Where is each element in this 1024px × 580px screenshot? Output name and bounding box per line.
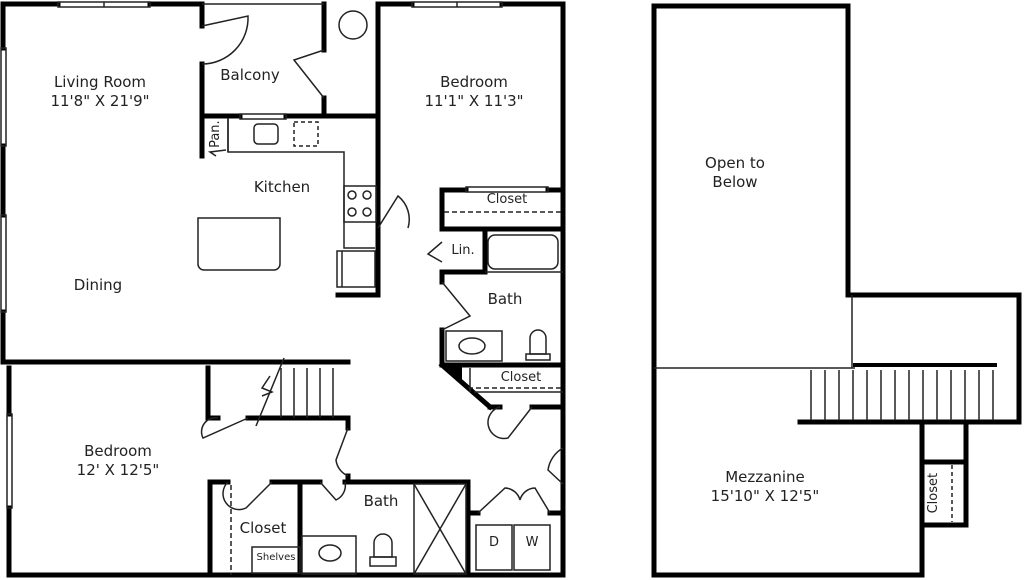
room-size: 11'1" X 11'3" bbox=[424, 91, 524, 110]
room-name: Bedroom bbox=[440, 73, 508, 91]
room-size: 12' X 12'5" bbox=[76, 460, 160, 479]
room-size: 11'8" X 21'9" bbox=[50, 91, 150, 110]
room-open-to-below: Open to Below bbox=[690, 154, 780, 192]
room-shelves: Shelves bbox=[256, 552, 296, 563]
room-name: Mezzanine bbox=[725, 468, 805, 486]
room-name: Living Room bbox=[53, 73, 147, 91]
room-name: Open to bbox=[705, 154, 765, 172]
room-dining: Dining bbox=[73, 276, 123, 294]
room-bath-2: Bath bbox=[363, 492, 399, 510]
room-closet-2: Closet bbox=[500, 370, 542, 385]
room-closet-3: Closet bbox=[239, 519, 287, 537]
dryer: D bbox=[488, 535, 499, 550]
room-mezzanine: Mezzanine 15'10" X 12'5" bbox=[700, 468, 830, 506]
room-linen: Lin. bbox=[451, 243, 475, 258]
room-name: Bedroom bbox=[84, 442, 152, 460]
room-balcony: Balcony bbox=[220, 66, 280, 84]
room-bedroom-1: Bedroom 11'1" X 11'3" bbox=[414, 73, 534, 111]
room-bath-1: Bath bbox=[487, 290, 523, 308]
washer: W bbox=[525, 535, 539, 550]
room-bedroom-2: Bedroom 12' X 12'5" bbox=[58, 442, 178, 480]
room-size: 15'10" X 12'5" bbox=[710, 486, 820, 505]
room-pantry: Pan. bbox=[207, 120, 223, 148]
room-closet-1: Closet bbox=[486, 192, 528, 207]
room-closet-4: Closet bbox=[925, 472, 941, 514]
room-kitchen: Kitchen bbox=[253, 178, 311, 196]
room-name-line2: Below bbox=[712, 172, 758, 191]
room-living: Living Room 11'8" X 21'9" bbox=[40, 73, 160, 111]
